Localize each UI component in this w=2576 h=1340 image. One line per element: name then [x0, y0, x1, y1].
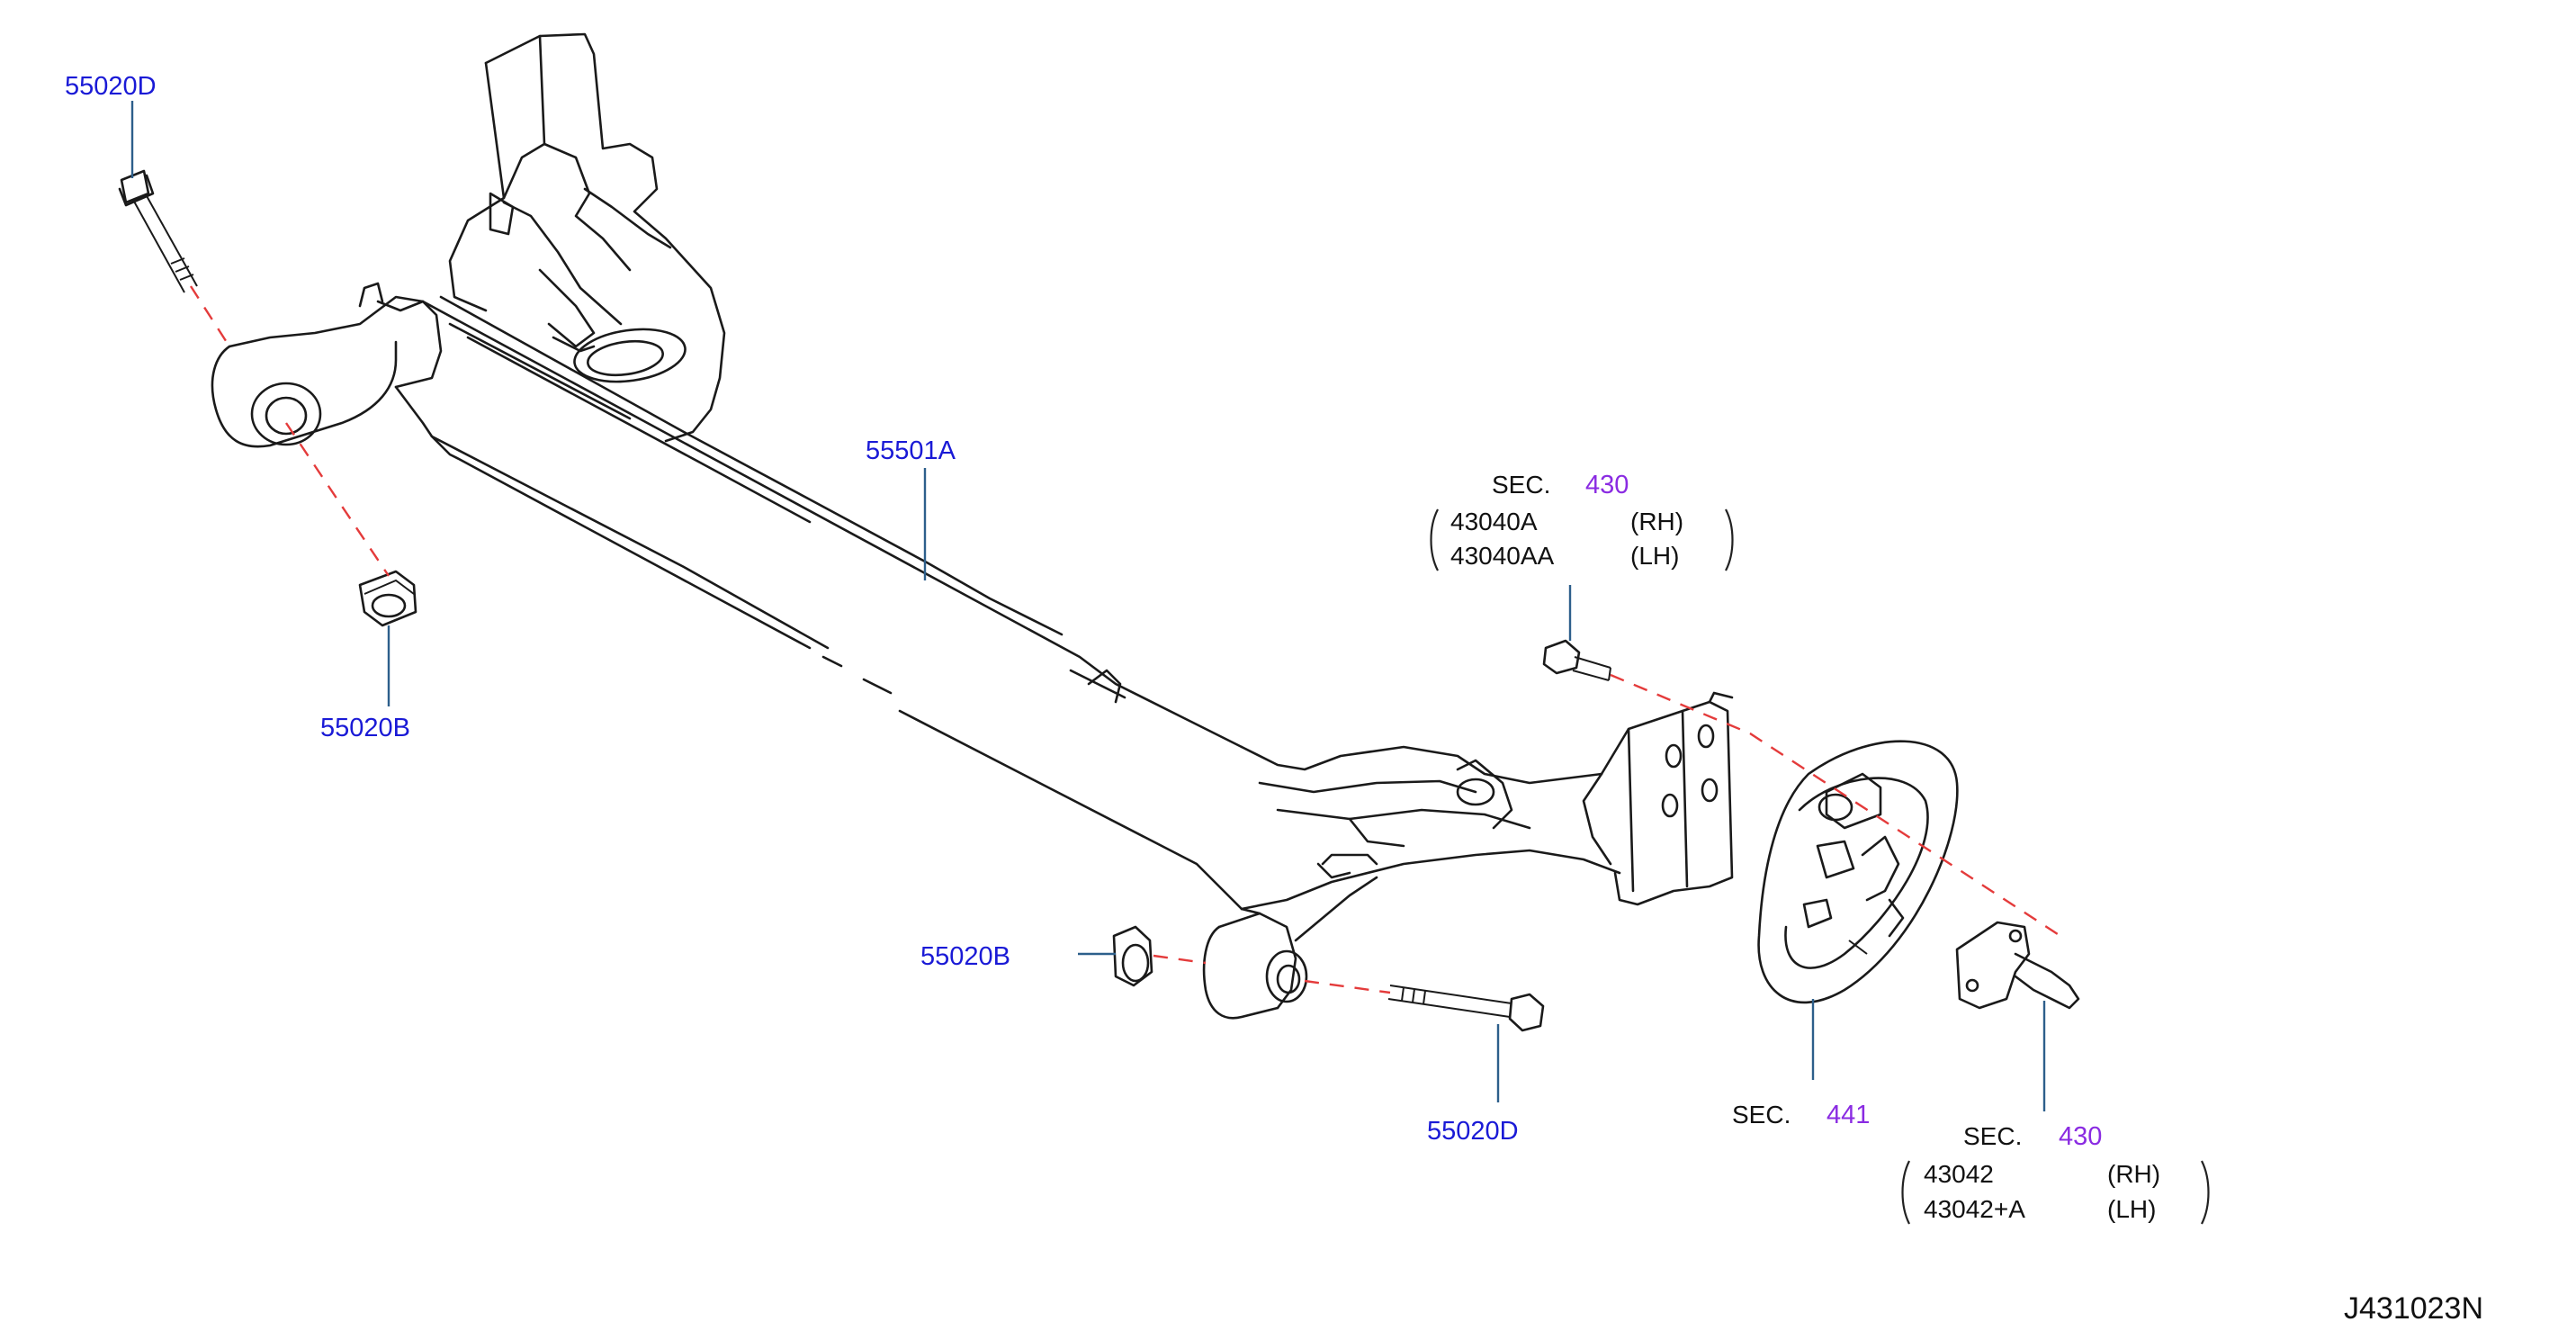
sec-441-block: SEC. 441: [1732, 1101, 1870, 1129]
bolt-left[interactable]: [118, 169, 198, 293]
callout-55020b-left[interactable]: 55020B: [320, 714, 410, 742]
side-lh: (LH): [1630, 542, 1679, 570]
paren-right: [1725, 508, 1734, 571]
sec-441-link[interactable]: 441: [1827, 1101, 1870, 1129]
side-rh: (RH): [1630, 508, 1683, 535]
sec-label: SEC.: [1732, 1101, 1791, 1129]
paren-right: [2201, 1160, 2210, 1225]
part-43040aa[interactable]: 43040AA: [1450, 542, 1555, 570]
axle-beam-drawing: [211, 32, 1734, 1020]
paren-left: [1901, 1160, 1910, 1225]
callouts: 55020D 55020B 55501A 55020B 55020D: [65, 72, 1519, 1146]
sec-430-link-bottom[interactable]: 430: [2059, 1122, 2102, 1151]
sec-430-hub-bolt-block: SEC. 430 43040A (RH) 43040AA (LH): [1430, 471, 1734, 571]
leader-lines: [130, 101, 2046, 1111]
nut-right[interactable]: [1112, 925, 1153, 987]
bolt-right[interactable]: [1387, 985, 1545, 1032]
part-43042[interactable]: 43042: [1924, 1160, 1994, 1188]
hub-bolt[interactable]: [1542, 639, 1611, 681]
sec-430-hub-block: SEC. 430 43042 (RH) 43042+A (LH): [1901, 1122, 2210, 1225]
rear-hub[interactable]: [1955, 921, 2080, 1010]
side-rh: (RH): [2107, 1160, 2160, 1188]
center-lines: [189, 285, 2061, 994]
nut-left[interactable]: [358, 570, 417, 627]
paren-left: [1430, 508, 1439, 571]
callout-55020d-left[interactable]: 55020D: [65, 72, 157, 101]
sec-label: SEC.: [1492, 471, 1550, 499]
brake-backing-plate[interactable]: [1757, 740, 1959, 1004]
diagram-code: J431023N: [2344, 1291, 2483, 1326]
callout-55020d-right[interactable]: 55020D: [1427, 1117, 1519, 1146]
sec-label: SEC.: [1963, 1122, 2022, 1150]
part-43040a[interactable]: 43040A: [1450, 508, 1538, 535]
part-43042a[interactable]: 43042+A: [1924, 1195, 2025, 1223]
side-lh: (LH): [2107, 1195, 2156, 1223]
sec-430-link-top[interactable]: 430: [1585, 471, 1629, 499]
callout-55501a[interactable]: 55501A: [866, 436, 956, 465]
callout-55020b-right[interactable]: 55020B: [920, 942, 1010, 971]
